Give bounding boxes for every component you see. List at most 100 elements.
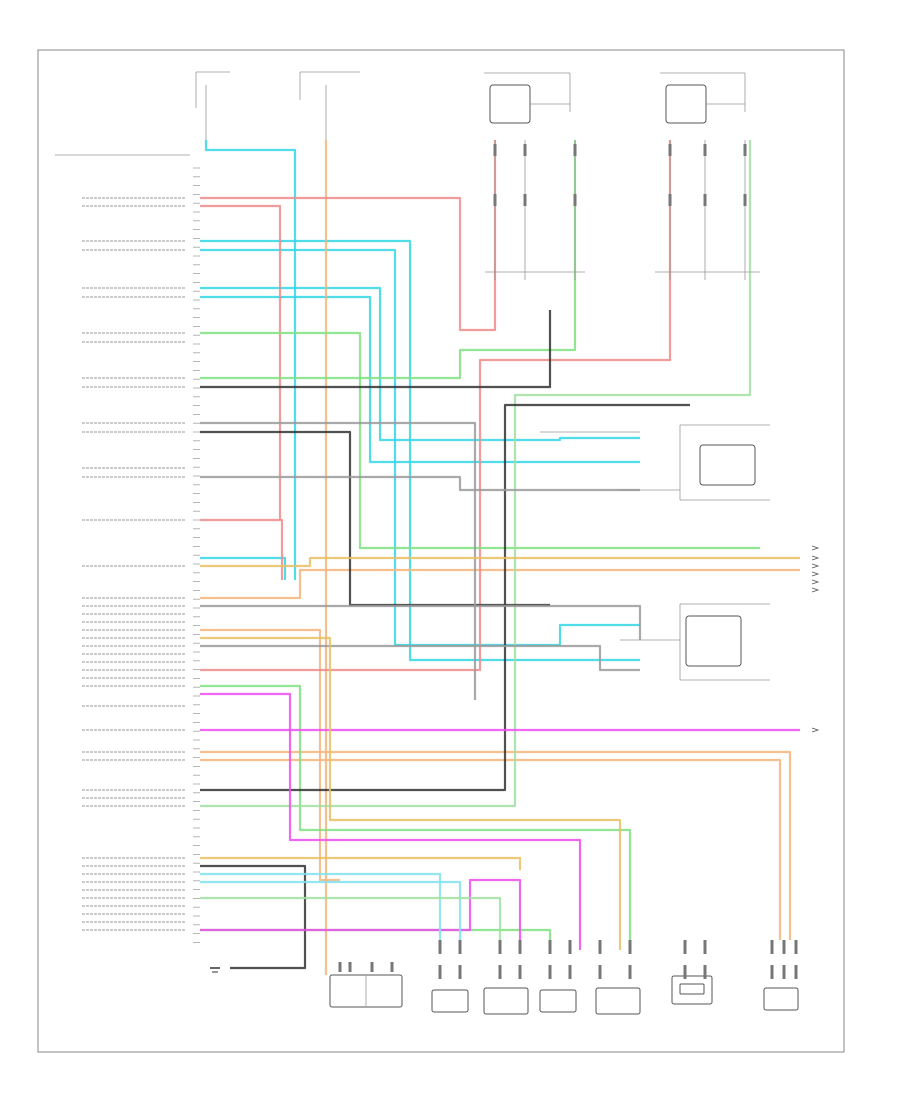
connector-icon	[703, 194, 707, 206]
continuation-arrow	[811, 545, 820, 551]
left-rear-damper	[539, 989, 577, 1013]
continuation-arrow	[811, 727, 820, 733]
wire-gray	[200, 475, 640, 492]
connector-icon	[743, 144, 747, 156]
connector-icon	[548, 965, 552, 979]
wire-green	[200, 928, 552, 950]
connector-icon	[782, 940, 786, 954]
connector-icon	[703, 940, 707, 954]
connector-icon	[493, 144, 497, 156]
connector-icon	[438, 965, 442, 979]
wire-lightgreen	[200, 896, 502, 950]
top-fuse-group-left	[195, 71, 230, 140]
left-side-labels	[82, 197, 186, 931]
wire-dark	[200, 403, 690, 792]
wire-red	[200, 204, 282, 520]
wire-gray	[200, 421, 477, 700]
wire-cyan	[204, 140, 297, 580]
connector-icon	[770, 965, 774, 979]
connector-icon	[338, 962, 342, 972]
connector-icon	[523, 144, 527, 156]
wire-gray	[200, 604, 642, 640]
wire-cyan	[200, 556, 287, 580]
connector-icon	[628, 965, 632, 979]
connector-icon	[573, 144, 577, 156]
wire-orange	[200, 628, 340, 882]
connector-icon	[770, 940, 774, 954]
connector-icon	[390, 962, 394, 972]
connector-icon	[683, 940, 687, 954]
wire-lightblue	[200, 880, 462, 950]
left-rear-position-sensor	[679, 424, 770, 501]
top-fuse-group-middle	[299, 71, 360, 140]
connector-icon	[668, 194, 672, 206]
right-front-position-sensor	[660, 72, 746, 124]
connector-icon	[568, 940, 572, 954]
connector-icon	[743, 194, 747, 206]
wire-orange	[200, 750, 792, 940]
connector-icon	[668, 144, 672, 156]
wire-gray	[200, 644, 640, 672]
connector-icon	[794, 965, 798, 979]
left-front-position-sensor	[484, 72, 571, 124]
wire-green	[200, 684, 632, 950]
connector-icon	[628, 940, 632, 954]
wire-dark	[200, 310, 552, 389]
wire-cyan	[200, 286, 640, 442]
wire-green	[200, 140, 577, 380]
wire-red	[200, 140, 497, 332]
right-front-damper	[483, 987, 529, 1015]
continuation-arrow	[811, 571, 820, 577]
wire-dark	[200, 430, 550, 607]
connector-icon	[370, 962, 374, 972]
connector-icon	[348, 962, 352, 972]
connector-icon	[598, 965, 602, 979]
headlamp-leveling-module	[329, 974, 403, 1008]
wire-magenta	[200, 692, 582, 950]
connector-icon	[782, 965, 786, 979]
wire-yellow	[200, 856, 522, 870]
ground-symbol	[210, 967, 220, 973]
wire-lightblue	[200, 872, 442, 950]
connector-icon	[568, 965, 572, 979]
connector-icon	[703, 965, 707, 979]
wire-orange	[200, 568, 800, 600]
continuation-arrow	[811, 555, 820, 561]
connector-icon	[548, 940, 552, 954]
connector-icon	[794, 940, 798, 954]
connector-icon	[498, 940, 502, 954]
bottom-connectors	[338, 940, 798, 979]
wire-yellow	[200, 556, 800, 568]
connector-icon	[573, 194, 577, 206]
wire-dark	[200, 864, 307, 970]
wire-red	[200, 518, 284, 580]
connector-icon	[458, 965, 462, 979]
continuation-arrow	[811, 587, 820, 593]
wire-harness	[200, 140, 800, 975]
connector-icon	[518, 965, 522, 979]
wire-yellow	[200, 636, 622, 950]
connector-icon	[703, 144, 707, 156]
connector-icon	[523, 194, 527, 206]
wire-cyan	[200, 239, 640, 662]
connector-icon	[498, 965, 502, 979]
wire-lightgreen	[200, 140, 752, 808]
continuation-arrow	[811, 563, 820, 569]
diagram-frame	[37, 49, 845, 1053]
connector-icon	[458, 940, 462, 954]
connector-icon	[683, 965, 687, 979]
wire-orange	[200, 758, 782, 940]
connector-icon	[518, 940, 522, 954]
steering-sensor	[671, 975, 713, 1005]
continuation-arrow	[811, 579, 820, 585]
wire-magenta	[200, 878, 522, 950]
left-module-connector	[193, 167, 200, 943]
connector-icon	[493, 194, 497, 206]
left-front-damper	[431, 989, 469, 1013]
right-rear-position-sensor	[679, 603, 770, 681]
connector-icon	[598, 940, 602, 954]
wire-green	[200, 331, 760, 550]
right-continuation-arrows	[811, 545, 820, 733]
right-rear-damper	[595, 987, 641, 1015]
